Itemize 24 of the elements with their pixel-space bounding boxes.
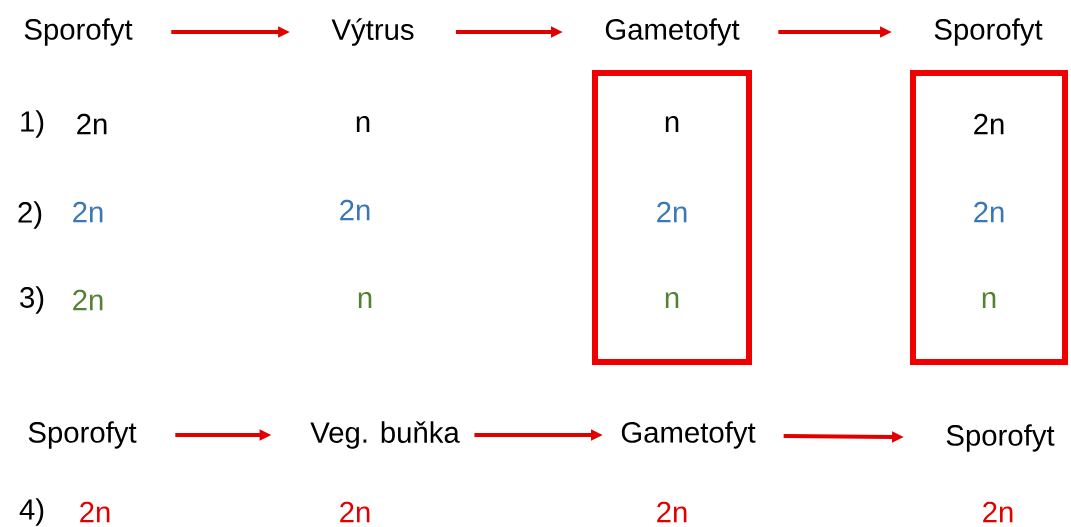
ploidy-value: n <box>358 292 372 308</box>
stage-label: Sporofyt <box>934 18 1043 46</box>
stage-label: Veg. buňka <box>310 421 460 449</box>
ploidy-value: n <box>356 116 370 132</box>
stage-label: Gametofyt <box>605 18 740 46</box>
stage-label: Výtrus <box>331 18 414 46</box>
ploidy-value: 2n <box>80 501 110 523</box>
ploidy-value: 2n <box>77 113 107 135</box>
ploidy-value: 2n <box>983 501 1013 523</box>
stage-label: Gametofyt <box>621 421 756 449</box>
stage-label: Sporofyt <box>946 424 1055 452</box>
framed-box: 2n 2n n <box>910 70 1068 365</box>
framed-box: n 2n n <box>592 70 752 365</box>
stage-label: Sporofyt <box>28 421 137 449</box>
row-number: 3) <box>20 286 44 314</box>
ploidy-value: 2n <box>73 289 103 311</box>
stage-label: Sporofyt <box>24 18 133 46</box>
ploidy-value: 2n <box>340 501 370 523</box>
ploidy-value: 2n <box>657 501 687 523</box>
row-number: 2) <box>18 201 42 229</box>
ploidy-value: 2n <box>73 201 103 223</box>
ploidy-value: 2n <box>340 199 370 221</box>
row-number: 1) <box>21 110 44 138</box>
row-number: 4) <box>19 498 44 526</box>
